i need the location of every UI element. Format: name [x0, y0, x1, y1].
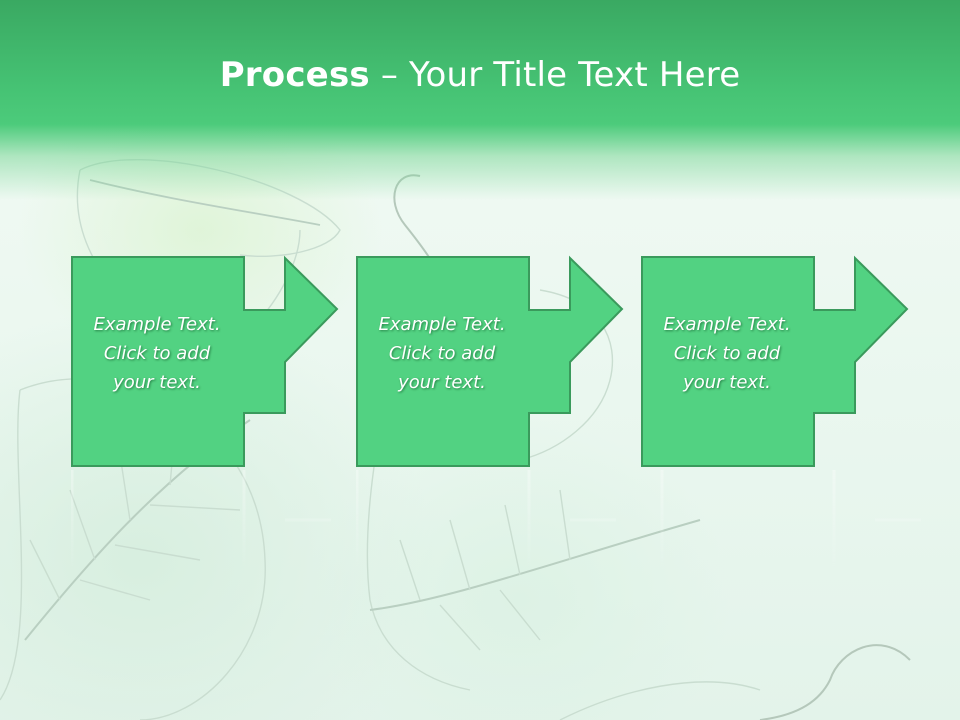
step-3-text: Example Text. Click to add your text. — [641, 310, 813, 397]
step-1-line-2: Click to add — [103, 343, 211, 364]
page-title[interactable]: Process – Your Title Text Here — [0, 52, 960, 98]
step-3-line-3: your text. — [683, 372, 771, 393]
process-step-2[interactable]: Example Text. Click to add your text. — [356, 255, 696, 468]
step-2-line-2: Click to add — [388, 343, 496, 364]
title-rest: – Your Title Text Here — [369, 55, 741, 95]
process-step-1[interactable]: Example Text. Click to add your text. — [71, 255, 411, 468]
title-bar — [0, 0, 960, 200]
step-3-arrow-shape — [641, 255, 909, 467]
step-1-reflection — [71, 470, 331, 570]
step-3-line-1: Example Text. — [663, 314, 791, 335]
step-2-arrow-shape — [356, 255, 624, 467]
step-2-line-1: Example Text. — [378, 314, 506, 335]
step-1-text: Example Text. Click to add your text. — [71, 310, 243, 397]
step-3-line-2: Click to add — [673, 343, 781, 364]
step-2-text: Example Text. Click to add your text. — [356, 310, 528, 397]
step-1-arrow-shape — [71, 255, 339, 467]
step-2-line-3: your text. — [398, 372, 486, 393]
step-1-line-1: Example Text. — [93, 314, 221, 335]
step-3-reflection — [660, 470, 921, 570]
step-2-reflection — [356, 470, 616, 570]
step-1-line-3: your text. — [113, 372, 201, 393]
process-step-3[interactable]: Example Text. Click to add your text. — [641, 255, 960, 468]
title-bold: Process — [219, 55, 370, 95]
